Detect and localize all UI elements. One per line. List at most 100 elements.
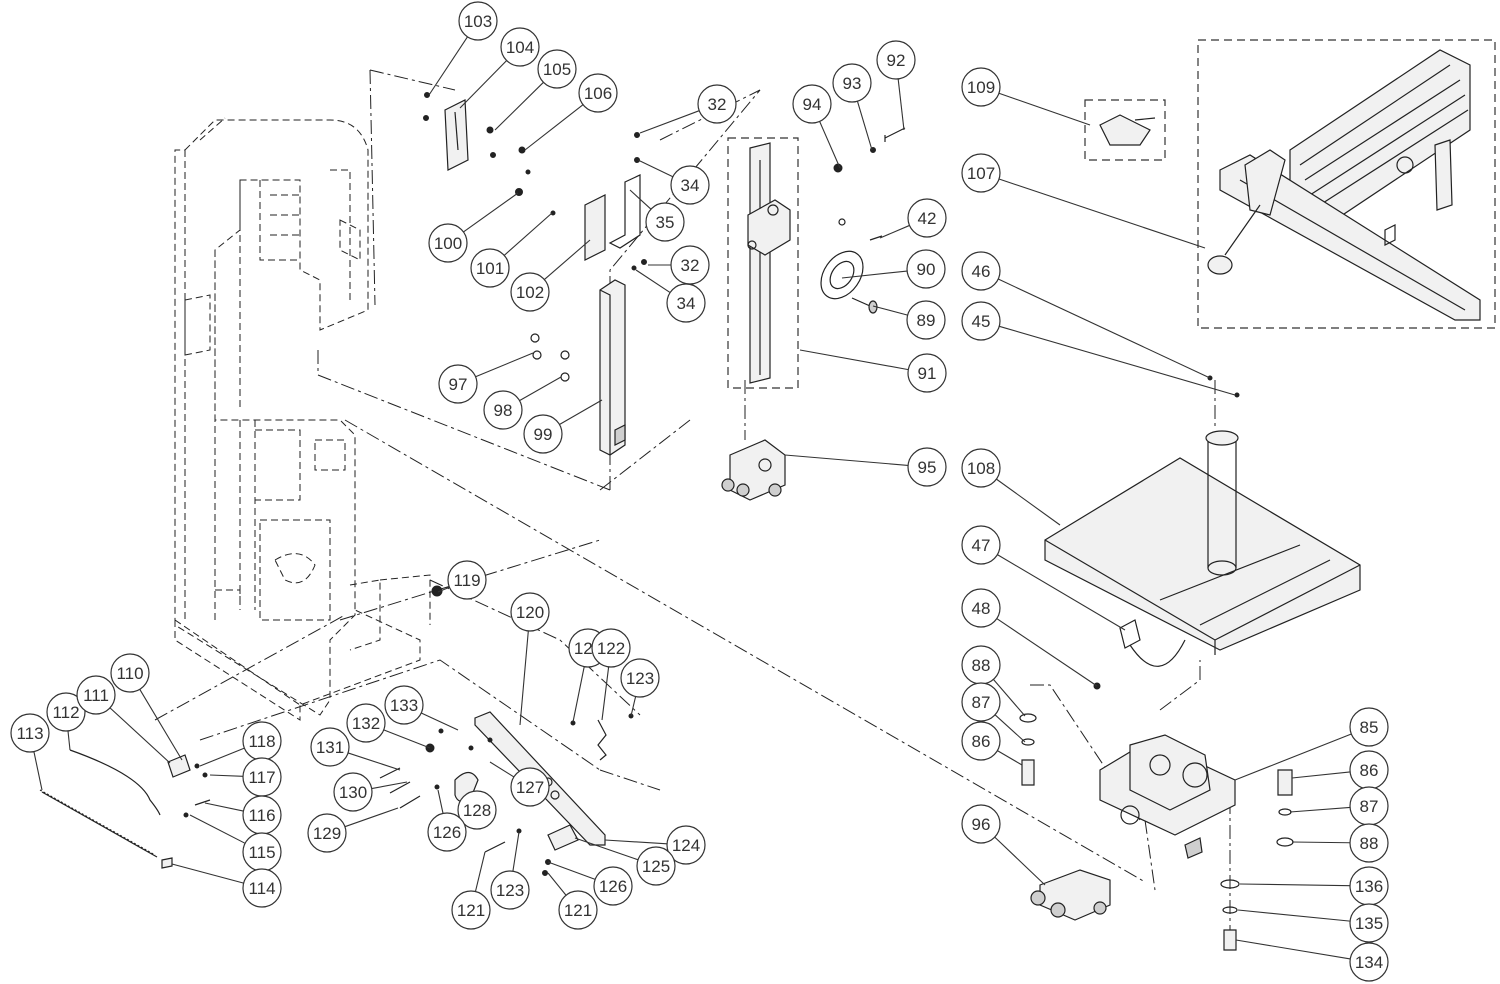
callout-c126a: 126 bbox=[427, 789, 467, 852]
callout-number: 93 bbox=[843, 74, 862, 93]
callout-circle bbox=[384, 685, 424, 725]
callout-number: 111 bbox=[83, 686, 109, 705]
callout-number: 133 bbox=[390, 696, 418, 715]
callout-number: 87 bbox=[972, 693, 991, 712]
callout-leader-line bbox=[489, 761, 515, 778]
callout-c132: 132 bbox=[346, 703, 431, 749]
callout-number: 85 bbox=[1360, 718, 1379, 737]
callout-leader-line bbox=[559, 399, 603, 425]
callout-c88b: 88 bbox=[1291, 823, 1389, 863]
callout-c101: 101 bbox=[470, 212, 553, 288]
callout-leader-line bbox=[371, 781, 408, 790]
callout-circle bbox=[961, 525, 1001, 565]
callout-leader-line bbox=[635, 269, 671, 293]
callout-leader-line bbox=[601, 666, 610, 721]
callout-circle bbox=[242, 868, 282, 908]
callout-leader-line bbox=[999, 325, 1236, 396]
lower-blade-guide bbox=[1030, 869, 1111, 921]
callout-c133: 133 bbox=[384, 685, 459, 731]
callout-circle bbox=[1349, 707, 1389, 747]
callout-c103: 103 bbox=[428, 1, 498, 96]
callout-c105: 105 bbox=[494, 49, 577, 131]
callout-c99: 99 bbox=[523, 399, 603, 454]
callout-number: 95 bbox=[918, 458, 937, 477]
callout-c92: 92 bbox=[876, 40, 916, 131]
callout-leader-line bbox=[998, 178, 1206, 249]
fence-assembly-inset bbox=[1197, 39, 1496, 329]
callout-c127: 127 bbox=[489, 761, 550, 807]
callout-c125: 125 bbox=[574, 837, 676, 886]
callout-number: 114 bbox=[248, 879, 275, 898]
saw-frame-ghost bbox=[174, 117, 431, 721]
callout-circle bbox=[428, 223, 468, 263]
callout-number: 92 bbox=[887, 51, 906, 70]
callout-circle bbox=[458, 1, 498, 41]
callout-number: 120 bbox=[516, 603, 544, 622]
callout-c135: 135 bbox=[1237, 903, 1389, 943]
callout-c94: 94 bbox=[792, 84, 841, 169]
callout-circle bbox=[961, 251, 1001, 291]
callout-c93: 93 bbox=[832, 63, 873, 151]
callout-number: 136 bbox=[1355, 877, 1383, 896]
callout-leader-line bbox=[872, 305, 908, 316]
callout-c121c: 121 bbox=[451, 851, 491, 930]
callout-leader-line bbox=[437, 789, 444, 814]
callout-leader-line bbox=[841, 270, 908, 279]
callout-circle bbox=[500, 27, 540, 67]
callout-leader-line bbox=[1234, 733, 1352, 781]
callout-number: 34 bbox=[681, 176, 700, 195]
callout-leader-line bbox=[475, 352, 534, 378]
callout-leader-line bbox=[524, 104, 584, 151]
callout-leader-line bbox=[897, 78, 905, 131]
callout-leader-line bbox=[474, 851, 486, 892]
callout-number: 45 bbox=[972, 312, 991, 331]
callout-number: 115 bbox=[248, 843, 275, 862]
callout-c120: 120 bbox=[510, 592, 550, 726]
callout-leader-line bbox=[547, 861, 596, 880]
callout-circle bbox=[346, 703, 386, 743]
callout-c126b: 126 bbox=[547, 861, 633, 906]
callout-circle bbox=[537, 49, 577, 89]
callout-circle bbox=[438, 364, 478, 404]
callout-c134: 134 bbox=[1235, 939, 1389, 982]
callout-circle bbox=[961, 153, 1001, 193]
callout-number: 122 bbox=[597, 639, 625, 658]
callout-number: 103 bbox=[464, 12, 492, 31]
callout-c35: 35 bbox=[629, 189, 685, 242]
callout-leader-line bbox=[1235, 939, 1351, 960]
callout-leader-line bbox=[139, 689, 183, 761]
callout-c100: 100 bbox=[428, 192, 519, 263]
callout-circle bbox=[961, 721, 1001, 761]
callout-leader-line bbox=[994, 714, 1026, 743]
callout-number: 119 bbox=[453, 571, 480, 590]
callout-c106: 106 bbox=[524, 73, 618, 151]
callout-number: 134 bbox=[1355, 953, 1383, 972]
callout-c87b: 87 bbox=[1289, 786, 1389, 826]
callout-leader-line bbox=[543, 239, 591, 280]
callout-number: 113 bbox=[16, 724, 43, 743]
callout-number: 129 bbox=[313, 824, 341, 843]
washer-stack-right bbox=[1276, 769, 1294, 847]
lower-guide-block bbox=[721, 439, 786, 501]
callout-circle bbox=[558, 890, 598, 930]
callout-leader-line bbox=[856, 101, 873, 151]
callout-number: 104 bbox=[506, 38, 534, 57]
callout-c112: 112 bbox=[46, 692, 86, 751]
callout-c104: 104 bbox=[459, 27, 540, 109]
callout-c98: 98 bbox=[483, 376, 562, 430]
callout-number: 125 bbox=[642, 857, 670, 876]
callout-circle bbox=[510, 272, 550, 312]
callout-c32a: 32 bbox=[639, 84, 737, 134]
callout-c124: 124 bbox=[604, 825, 706, 865]
callout-number: 135 bbox=[1355, 914, 1383, 933]
callout-leader-line bbox=[997, 278, 1211, 379]
saw-table bbox=[1044, 375, 1361, 690]
callout-number: 89 bbox=[917, 311, 936, 330]
callout-leader-line bbox=[572, 666, 585, 723]
callout-leader-line bbox=[519, 630, 529, 726]
callout-number: 107 bbox=[967, 164, 995, 183]
callout-circle bbox=[1349, 903, 1389, 943]
callout-c34b: 34 bbox=[635, 269, 706, 323]
callout-number: 102 bbox=[516, 283, 544, 302]
callout-number: 116 bbox=[248, 806, 275, 825]
